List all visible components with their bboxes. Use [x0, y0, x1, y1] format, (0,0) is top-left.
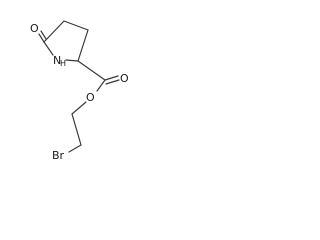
bond-c-o-double-a [104, 75, 119, 81]
atom-br: Br [52, 149, 65, 162]
bond-c2-c3 [77, 29, 89, 62]
bond-c3-c4 [63, 20, 89, 31]
bond-c-o-double-b [105, 79, 120, 85]
atom-n-ring: N [53, 54, 61, 67]
bond-c4-c5 [43, 20, 65, 43]
atom-o-carbonyl: O [120, 72, 129, 85]
bond-ch2-ch2 [71, 113, 82, 146]
bond-n-c2 [65, 59, 79, 62]
atom-h-ring: H [60, 59, 66, 68]
bond-c-o-single [96, 79, 106, 92]
bond-c5-o-double-a [38, 33, 45, 43]
bond-c5-n [43, 41, 54, 56]
atom-o-ester: O [86, 91, 95, 104]
bond-o-ch2 [71, 101, 87, 115]
bond-c5-o-double-b [40, 30, 47, 40]
atom-o-lactam: O [30, 22, 39, 35]
bond-c2-cester [77, 60, 106, 81]
bond-ch2-br [68, 144, 82, 153]
molecule-structure: O N H O O Br [30, 20, 129, 162]
